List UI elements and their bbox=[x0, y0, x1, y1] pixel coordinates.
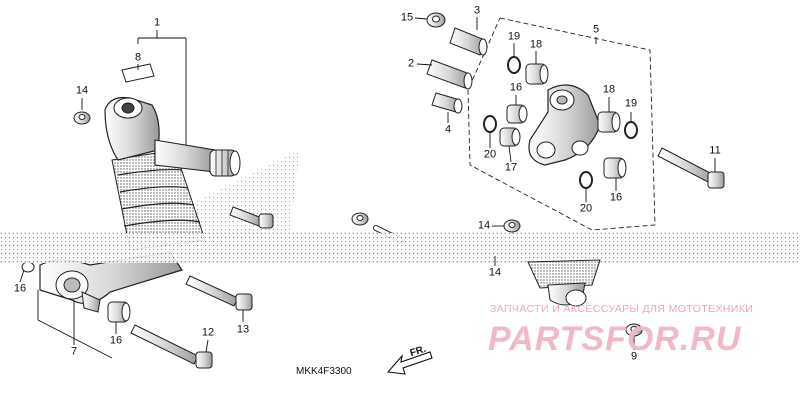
front-direction-arrow-icon bbox=[386, 351, 433, 375]
callout-2: 2 bbox=[407, 57, 415, 70]
callout-19: 19 bbox=[507, 30, 521, 43]
callout-7: 7 bbox=[70, 345, 78, 358]
callout-18: 18 bbox=[529, 38, 543, 51]
callout-18: 18 bbox=[602, 83, 616, 96]
callout-11: 11 bbox=[709, 144, 721, 157]
callout-4: 4 bbox=[444, 123, 452, 136]
callout-14: 14 bbox=[488, 266, 502, 279]
callout-16: 16 bbox=[109, 334, 123, 347]
callout-16: 16 bbox=[609, 191, 623, 204]
callout-16: 16 bbox=[509, 81, 523, 94]
link-arm bbox=[21, 251, 253, 369]
leader-lines bbox=[19, 17, 716, 359]
callout-20: 20 bbox=[579, 202, 593, 215]
callout-14: 14 bbox=[75, 84, 89, 97]
callout-9: 9 bbox=[630, 350, 638, 363]
callout-16: 16 bbox=[13, 282, 27, 295]
callout-8: 8 bbox=[134, 51, 142, 64]
callout-3: 3 bbox=[473, 4, 481, 17]
callout-15: 15 bbox=[400, 11, 414, 24]
callout-5: 5 bbox=[592, 23, 600, 36]
bolt-11 bbox=[657, 147, 725, 189]
callout-12: 12 bbox=[201, 326, 215, 339]
callout-14: 14 bbox=[477, 219, 491, 232]
diagram-code: MKK4F3300 bbox=[296, 366, 352, 377]
callout-1: 1 bbox=[153, 16, 161, 29]
callout-19: 19 bbox=[624, 97, 638, 110]
callout-20: 20 bbox=[483, 148, 497, 161]
callout-17: 17 bbox=[504, 161, 518, 174]
callout-13: 13 bbox=[236, 323, 250, 336]
shock-lower-eye bbox=[527, 259, 643, 337]
watermark-tagline: ЗАПЧАСТИ И АКСЕССУАРЫ ДЛЯ МОТОТЕХНИКИ bbox=[490, 303, 754, 315]
image-tear-band bbox=[0, 232, 800, 263]
watermark-logo: PARTSFOR.RU bbox=[488, 320, 742, 358]
